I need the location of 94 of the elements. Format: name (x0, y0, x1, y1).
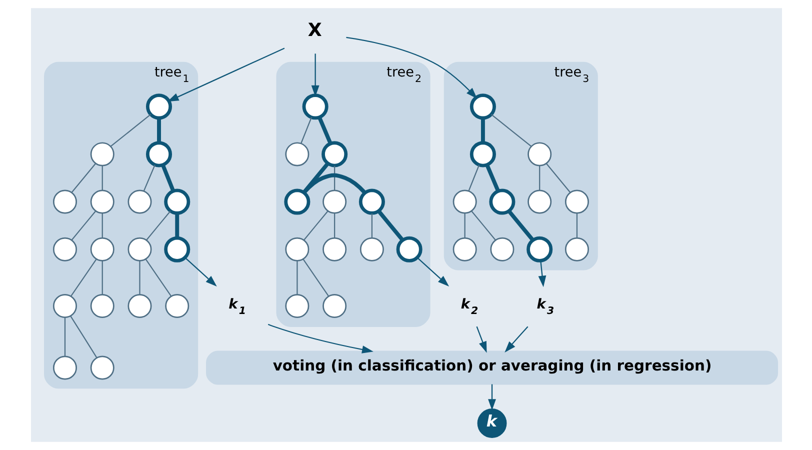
node-text: k$_{2}$ (460, 296, 478, 317)
connector (334, 166, 335, 190)
node-circle (488, 188, 515, 215)
node-circle (52, 237, 76, 262)
arrow (476, 326, 486, 353)
connector (296, 260, 298, 294)
node-circle (564, 237, 588, 262)
node-circle (284, 188, 310, 215)
node-circle (127, 190, 152, 214)
node-circle (52, 294, 76, 318)
node-circle (164, 294, 189, 318)
arrow (166, 48, 284, 102)
node-circle (52, 190, 76, 214)
node-circle (302, 94, 328, 120)
arrow (488, 384, 496, 410)
connector (376, 210, 404, 242)
node-circle (396, 236, 422, 262)
connector (101, 166, 102, 190)
node-circle (526, 236, 552, 262)
node-circle (527, 190, 552, 214)
connector (370, 213, 372, 238)
node-circle (164, 236, 190, 262)
node-circle (322, 294, 346, 318)
node-circle (284, 294, 309, 318)
connector (302, 259, 328, 296)
node-circle (490, 237, 514, 262)
connector (144, 259, 172, 296)
connector (490, 114, 532, 147)
connector (507, 210, 534, 242)
connector (576, 213, 578, 238)
connector (70, 163, 96, 193)
connector (142, 164, 155, 192)
connector (146, 210, 170, 240)
node-circle (359, 237, 384, 262)
connector (464, 213, 465, 238)
arrow (310, 54, 319, 97)
cluster: tree$_{3}$ (443, 62, 598, 270)
connector (468, 164, 480, 192)
connector (317, 116, 332, 144)
node-circle (145, 94, 172, 120)
connector (480, 118, 484, 143)
node-circle (469, 94, 496, 120)
node-circle (469, 141, 496, 168)
node-circle (90, 190, 114, 214)
connector (174, 213, 179, 238)
node-circle (145, 141, 172, 168)
arrow (416, 257, 449, 286)
arrow (267, 324, 373, 354)
connector (160, 164, 175, 192)
node-text: X (307, 20, 322, 42)
cluster: tree$_{1}$ (44, 62, 198, 389)
connector (70, 259, 96, 296)
node-circle (358, 188, 384, 215)
connector (303, 210, 328, 240)
connector (70, 316, 97, 358)
node-circle (452, 237, 476, 262)
node-circle (90, 294, 114, 318)
node-box: voting (in classification) or averaging (in regression) (206, 350, 778, 385)
node-circle: k (476, 408, 506, 438)
node-circle (52, 356, 76, 380)
node-circle (127, 237, 152, 262)
connector (538, 166, 540, 190)
node-circle (90, 356, 114, 380)
arrow (346, 36, 477, 99)
cluster: tree$_{2}$ (276, 62, 430, 327)
node-circle (321, 141, 348, 168)
node-circle (164, 188, 190, 215)
node-circle (564, 190, 588, 214)
node-text: k$_{3}$ (536, 296, 554, 317)
connector (484, 164, 500, 192)
connector (138, 260, 140, 294)
connector (70, 210, 96, 240)
connector (64, 317, 66, 356)
node-circle (90, 142, 114, 166)
connector (470, 210, 496, 240)
arrow (538, 260, 546, 288)
connector (334, 213, 335, 238)
node-circle (284, 142, 309, 166)
connector (300, 117, 312, 144)
node-circle (322, 237, 346, 262)
connector (546, 163, 570, 193)
connector (101, 260, 102, 294)
node-circle (127, 294, 152, 318)
connector (110, 114, 150, 147)
connector (101, 213, 102, 238)
node-circle (452, 190, 476, 214)
arrow (184, 257, 216, 286)
node-circle (90, 237, 114, 262)
arrow (504, 326, 528, 352)
node-circle (527, 142, 552, 166)
node-text: k$_{1}$ (228, 296, 246, 317)
node-circle (284, 237, 309, 262)
node-circle (322, 190, 346, 214)
connector (156, 118, 160, 143)
